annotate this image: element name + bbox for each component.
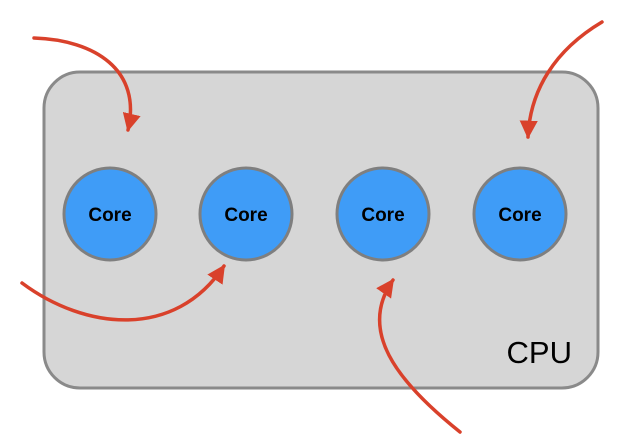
core-circle [335,166,431,262]
core-label: Core [88,205,131,226]
arrow-to-core-4 [519,20,604,139]
arrow-to-core-2 [20,264,226,322]
core-1: Core [62,166,158,262]
core-label: Core [498,205,541,226]
core-circle [62,166,158,262]
core-label: Core [361,205,404,226]
core-3: Core [335,166,431,262]
core-circle [472,166,568,262]
arrow-to-core-3 [376,278,462,434]
core-circle [198,166,294,262]
cpu-label: CPU [507,335,572,370]
core-label: Core [224,205,267,226]
cpu-box [42,70,600,390]
core-2: Core [198,166,294,262]
arrow-to-core-1 [32,36,141,132]
core-4: Core [472,166,568,262]
